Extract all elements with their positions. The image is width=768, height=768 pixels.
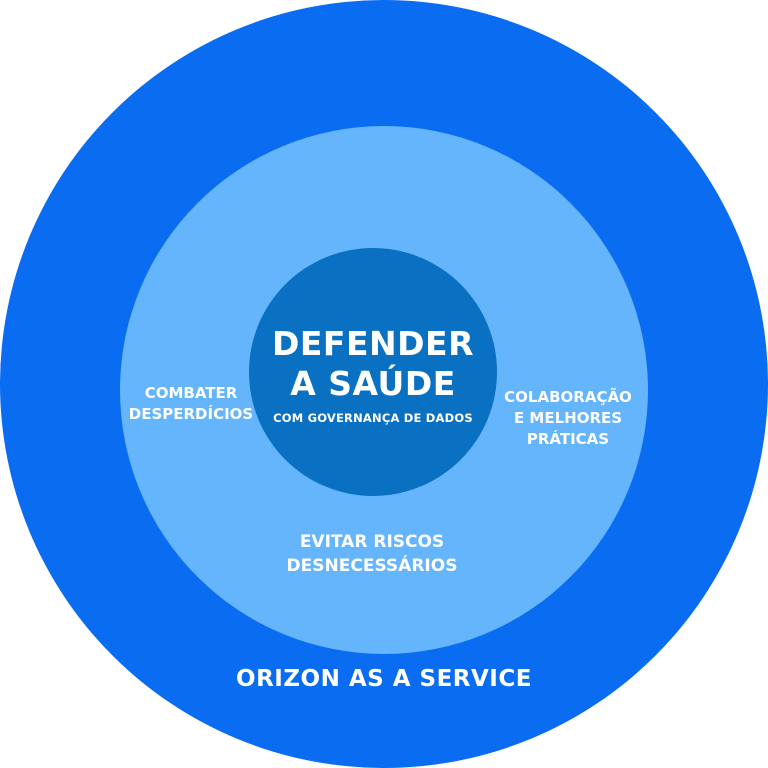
right-label-line-3: PRÁTICAS [526, 430, 610, 448]
core-title-line-2: A SAÚDE [290, 363, 456, 403]
bottom-label-line-1: EVITAR RISCOS [299, 532, 445, 552]
middle-ring-right-label: COLABORAÇÃO E MELHORES PRÁTICAS [494, 387, 642, 450]
middle-ring-left-label: COMBATER DESPERDÍCIOS [118, 383, 264, 425]
middle-ring-bottom-label: EVITAR RISCOS DESNECESSÁRIOS [250, 531, 494, 579]
inner-circle [249, 248, 497, 496]
right-label-line-2: E MELHORES [513, 409, 623, 427]
right-label-line-1: COLABORAÇÃO [504, 388, 632, 406]
left-label-line-2: DESPERDÍCIOS [128, 405, 254, 423]
left-label-line-1: COMBATER [144, 384, 238, 402]
outer-ring-label: ORIZON AS A SERVICE [236, 666, 532, 692]
core-title: DEFENDER A SAÚDE [249, 324, 497, 403]
bottom-label-line-2: DESNECESSÁRIOS [286, 555, 458, 576]
core-subtitle: COM GOVERNANÇA DE DADOS [273, 411, 473, 425]
core-title-line-1: DEFENDER [272, 324, 474, 363]
